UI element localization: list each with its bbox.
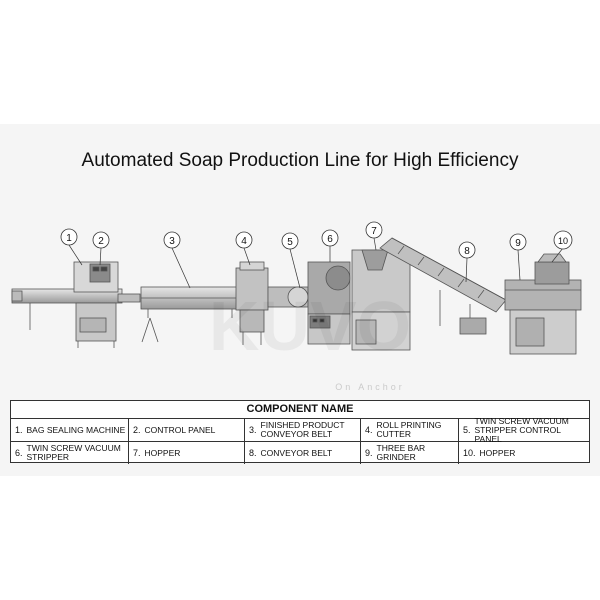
callout-3: 3 [163,231,191,289]
callout-label: 4 [241,236,247,247]
callout-7: 7 [365,221,383,251]
legend-cell: 1.BAG SEALING MACHINE [11,419,129,441]
legend-row: 1.BAG SEALING MACHINE 2.CONTROL PANEL 3.… [11,415,589,444]
legend-heading: COMPONENT NAME [11,401,589,419]
hopper-center [351,249,411,351]
legend-cell: 5.TWIN SCREW VACUUM STRIPPER CONTROL PAN… [463,415,569,444]
legend-cell: 3.FINISHED PRODUCT CONVEYOR BELT [245,419,361,441]
watermark-logo: KUVO [209,287,411,365]
legend-cell: 4.ROLL PRINTING CUTTER [361,419,459,441]
callout-1: 1 [60,228,83,266]
callout-4: 4 [235,231,253,266]
three-bar-grinder [504,279,582,355]
legend-cell: 10.HOPPER [463,447,516,458]
watermark-tagline: On Anchor [335,382,405,392]
callout-label: 7 [371,226,377,237]
callout-6: 6 [321,229,339,262]
callout-label: 10 [558,236,568,246]
callout-8: 8 [458,241,476,283]
vacuum-stripper-control-panel [309,315,331,329]
control-panel [89,263,111,283]
callout-5: 5 [281,232,301,289]
hopper-right [534,253,570,285]
roll-printing-cutter [235,261,269,345]
bag-sealing-machine [11,261,141,348]
legend-cell: 2.CONTROL PANEL [129,419,245,441]
legend-cell: 9.THREE BAR GRINDER [361,442,459,464]
callout-label: 3 [169,236,175,247]
callout-2: 2 [92,231,110,266]
legend-cell: 6.TWIN SCREW VACUUM STRIPPER [11,442,129,464]
twin-screw-vacuum-stripper [267,261,351,345]
callout-label: 8 [464,246,470,257]
callout-label: 1 [66,233,72,244]
legend-row: 6.TWIN SCREW VACUUM STRIPPER 7.HOPPER 8.… [11,442,589,464]
callout-label: 9 [515,238,521,249]
diagram-title: Automated Soap Production Line for High … [81,150,519,171]
callout-label: 5 [287,237,293,248]
callout-label: 2 [98,236,104,247]
callout-10: 10 [551,230,573,263]
legend-cell: 7.HOPPER [129,442,245,464]
component-legend: COMPONENT NAME 1.BAG SEALING MACHINE 2.C… [10,400,590,464]
callout-9: 9 [509,233,527,281]
legend-cell: 8.CONVEYOR BELT [245,442,361,464]
callout-label: 6 [327,234,333,245]
